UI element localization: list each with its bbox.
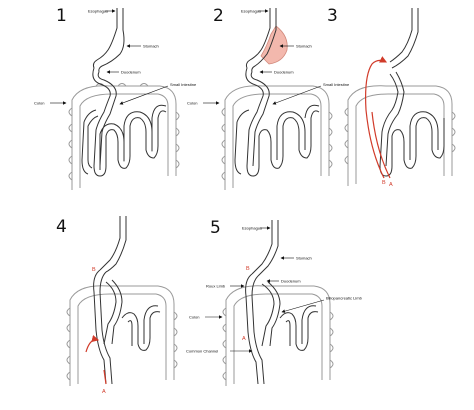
marker-b: B — [92, 267, 96, 273]
red-limb-path — [365, 56, 391, 179]
label-duodenum: Duodenum — [281, 279, 301, 284]
marker-a: A — [389, 182, 393, 188]
esophagus-sleeve — [245, 8, 277, 73]
label-esophagus: Esophagus — [88, 9, 108, 14]
panel-4-anastomosis: B A — [66, 216, 178, 395]
marker-a: A — [242, 336, 246, 342]
label-biliopancreatic-limb: Biliopancreatic Limb — [326, 296, 363, 301]
esophagus-sleeve — [389, 8, 419, 69]
colon — [68, 83, 180, 190]
marker-b: B — [246, 266, 250, 272]
panel-5-final-anatomy: Esophagus Stomach Duodenum Roux Limb Bil… — [186, 220, 363, 386]
red-limb-end — [103, 369, 107, 385]
panel-1-normal-anatomy: Esophagus Stomach Duodenum Small Intesti… — [34, 8, 197, 190]
label-common-channel: Common Channel — [186, 349, 218, 354]
label-esophagus: Esophagus — [242, 226, 262, 231]
roux-limb — [245, 273, 265, 385]
label-esophagus: Esophagus — [241, 9, 261, 14]
label-colon: Colon — [189, 315, 199, 320]
panel-2-number: 2 — [213, 6, 224, 26]
label-duodenum: Duodenum — [121, 70, 141, 75]
colon — [344, 85, 456, 186]
panel-4-number: 4 — [56, 217, 67, 237]
marker-a: A — [102, 389, 106, 395]
label-colon: Colon — [187, 101, 197, 106]
marker-b: B — [382, 180, 386, 186]
labels-panel-1: Esophagus Stomach Duodenum Small Intesti… — [34, 9, 197, 106]
removed-stomach-region — [260, 25, 288, 65]
small-intestine — [379, 71, 445, 177]
colon — [222, 285, 334, 386]
panel-3-transection: B A — [344, 8, 456, 188]
label-stomach: Stomach — [296, 256, 312, 261]
colon — [221, 85, 333, 190]
small-intestine — [93, 269, 161, 385]
esophagus-stomach — [92, 8, 125, 73]
esophagus-sleeve — [251, 220, 279, 277]
panel-1-number: 1 — [56, 6, 67, 26]
label-stomach: Stomach — [143, 44, 159, 49]
panel-5-number: 5 — [210, 218, 221, 238]
colon — [66, 285, 178, 386]
biliopancreatic-limb — [261, 281, 319, 351]
panel-3-number: 3 — [327, 6, 338, 26]
label-roux-limb: Roux Limb — [206, 284, 226, 289]
small-intestine — [81, 67, 167, 177]
small-intestine — [234, 67, 320, 177]
labels-panel-2: Esophagus Stomach Duodenum Small Intesti… — [187, 9, 350, 106]
label-small-intestine: Small Intestine — [323, 82, 350, 87]
panel-2-sleeve-gastrectomy: Esophagus Stomach Duodenum Small Intesti… — [187, 8, 350, 190]
label-colon: Colon — [34, 101, 44, 106]
red-limb-path — [85, 335, 100, 353]
label-duodenum: Duodenum — [274, 70, 294, 75]
label-small-intestine: Small Intestine — [170, 82, 197, 87]
labels-panel-5: Esophagus Stomach Duodenum Roux Limb Bil… — [186, 226, 363, 354]
esophagus-sleeve — [99, 216, 127, 273]
label-stomach: Stomach — [296, 44, 312, 49]
